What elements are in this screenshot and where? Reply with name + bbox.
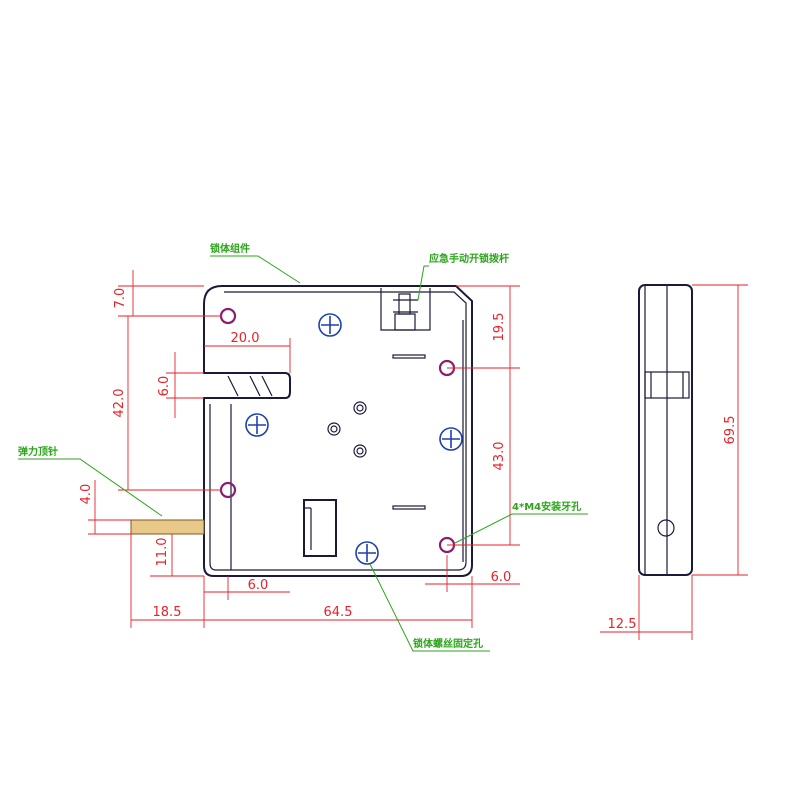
emergency-lever — [380, 288, 431, 331]
side-body — [638, 284, 693, 576]
callout-emergency-lever: 应急手动开锁拨杆 — [429, 252, 509, 265]
callout-spring-pin: 弹力顶针 — [18, 445, 58, 458]
screw-right-icon — [439, 427, 463, 451]
spring-pin — [130, 519, 205, 535]
dim-body-width: 64.5 — [324, 605, 353, 620]
dim-pin-length: 18.5 — [153, 605, 182, 620]
dim-slot-depth: 20.0 — [231, 331, 260, 346]
dimension-lines-front — [88, 270, 520, 628]
guide-slot-lower — [392, 505, 426, 510]
dim-left-height: 42.0 — [112, 389, 127, 418]
callout-lock-body-assembly: 锁体组件 — [210, 242, 250, 255]
callout-body-screw-holes: 锁体螺丝固定孔 — [413, 637, 483, 650]
dim-bottom-edge-left: 6.0 — [248, 578, 269, 593]
bottom-slot — [303, 499, 337, 557]
center-holes — [327, 401, 367, 458]
dim-top-offset: 7.0 — [113, 288, 128, 309]
lock-body-inner-outline — [209, 291, 467, 571]
mount-hole-bottom-left — [219, 481, 237, 499]
dim-side-thickness: 12.5 — [608, 617, 637, 632]
side-view — [638, 284, 693, 576]
dimension-lines-side — [600, 284, 748, 640]
dim-bottom-edge-right: 6.0 — [491, 570, 512, 585]
callouts: 锁体组件 应急手动开锁拨杆 弹力顶针 4*M4安装牙孔 锁体螺丝固定孔 — [18, 242, 588, 652]
screw-top-center-icon — [318, 313, 342, 337]
screw-bottom-center-icon — [355, 541, 379, 565]
mount-hole-top-left — [219, 307, 237, 325]
dimension-labels-front: 7.0 42.0 6.0 20.0 4.0 11.0 6.0 18.5 64.5… — [79, 288, 511, 620]
dimension-labels-side: 69.5 12.5 — [608, 416, 738, 632]
dim-pin-offset: 4.0 — [79, 484, 94, 505]
dim-pin-to-bottom: 11.0 — [155, 538, 170, 567]
dim-side-height: 69.5 — [723, 416, 738, 445]
slot-hatch — [227, 375, 273, 397]
callout-mount-holes: 4*M4安装牙孔 — [512, 500, 581, 513]
screw-left-icon — [245, 413, 269, 437]
guide-slot-upper — [392, 354, 426, 359]
front-view — [130, 285, 473, 577]
dim-hole-spacing: 43.0 — [492, 442, 507, 471]
side-pin-hole — [657, 519, 675, 537]
dim-lever-to-hole: 19.5 — [492, 313, 507, 342]
lock-body-outline — [203, 285, 473, 577]
dim-slot-width: 6.0 — [157, 376, 172, 397]
